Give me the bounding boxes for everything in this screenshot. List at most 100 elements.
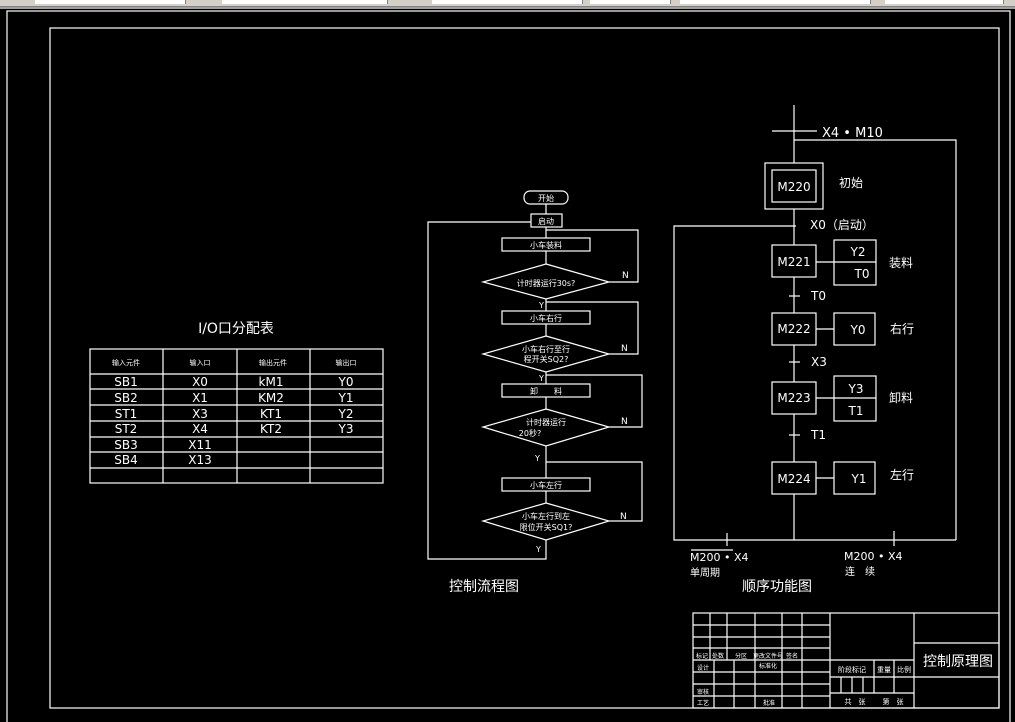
sfc-title: 顺序功能图 (742, 579, 812, 595)
flow-no-label-2: N (621, 344, 628, 354)
tb-drawing-title: 控制原理图 (923, 654, 993, 670)
sfc-action-m223-a: Y3 (848, 382, 864, 396)
tb-process-label: 工艺 (697, 699, 709, 707)
tb-sheets-total: 共 张 (845, 697, 866, 706)
sfc-transition-3: T1 (810, 428, 826, 442)
io-table-header: 输出元件 (259, 358, 287, 367)
flowchart: 开始 启动 小车装料 计时器运行30s? N Y 小车右行 小车右行至行 程开关… (427, 190, 643, 595)
flow-step-2-label: 小车右行 (530, 313, 562, 323)
sfc-step-m222-label: 右行 (890, 321, 914, 336)
tb-sheet-no: 第 张 (883, 697, 904, 706)
tb-count-label: 处数 (712, 652, 724, 660)
toolbar-field-3[interactable] (432, 0, 583, 4)
tb-mark-label: 标记 (696, 652, 708, 660)
sfc-continuous-label: 连 续 (845, 565, 875, 578)
io-table-cell: Y1 (338, 391, 354, 405)
cad-toolbar (0, 0, 1015, 7)
sfc-action-m222-a: Y0 (850, 323, 866, 337)
sfc-action-m223-b: T1 (848, 404, 864, 418)
sfc-action-m224-a: Y1 (851, 472, 867, 486)
sfc-action-m221-a: Y2 (850, 245, 866, 259)
flow-no-label-4: N (620, 512, 627, 522)
tb-standardization-label: 标准化 (759, 662, 777, 670)
outer-border (6, 10, 1011, 722)
flow-decision-4-label-b: 限位开关SQ1? (520, 522, 573, 532)
flow-decision-2-label-a: 小车右行至行 (522, 344, 570, 354)
sfc-transition-1: T0 (810, 289, 826, 303)
io-table-cell: KM2 (258, 391, 284, 405)
io-table-header: 输出口 (336, 358, 357, 367)
flow-step-1-label: 小车装料 (530, 240, 562, 250)
flow-yes-label-2: Y (538, 374, 544, 383)
sfc-single-cycle-label: 单周期 (690, 567, 720, 579)
flow-decision-1-label: 计时器运行30s? (517, 278, 576, 288)
flow-decision-2-label-b: 程开关SQ2? (524, 354, 569, 364)
sfc-step-m224-name: M224 (777, 472, 810, 486)
tb-weight-label: 重量 (877, 666, 891, 674)
flow-decision-3-label-a: 计时器运行 (526, 417, 566, 427)
flow-decision-3 (480, 408, 612, 447)
io-table-cell: X11 (188, 438, 212, 452)
io-table-header: 输入元件 (112, 358, 140, 367)
sfc-action-m224 (833, 461, 876, 495)
io-table-cell: X4 (192, 422, 208, 436)
sfc-step-m222-name: M222 (777, 322, 810, 336)
io-table-header: 输入口 (190, 358, 211, 367)
flow-decision-4 (480, 502, 612, 541)
sfc-action-m222 (833, 312, 876, 346)
io-table-cell: Y3 (338, 422, 354, 436)
toolbar-field-6[interactable] (885, 0, 1004, 4)
flow-yes-label-1: Y (538, 301, 544, 310)
toolbar-separator (0, 7, 1015, 9)
flow-step-3-label: 卸 料 (530, 386, 562, 396)
sfc-start-condition: X0（启动） (810, 218, 874, 232)
sfc-action-m221-b: T0 (854, 267, 870, 281)
io-table-cell: Y2 (338, 407, 354, 421)
tb-stage-mark-label: 阶段标记 (838, 665, 866, 674)
flow-no-label-1: N (622, 271, 629, 281)
sfc-step-m221-label: 装料 (889, 256, 913, 270)
sfc-top-condition: X4 • M10 (822, 126, 883, 141)
toolbar-field-5[interactable] (680, 0, 871, 4)
io-table-cell: kM1 (259, 375, 284, 389)
io-table-cell: ST2 (115, 422, 138, 436)
sfc-single-cycle-condition: M200 • X4 (690, 551, 749, 564)
sfc-step-m223-label: 卸料 (889, 390, 913, 405)
tb-designer-label: 设计 (697, 664, 709, 672)
toolbar-field-4[interactable] (590, 0, 671, 4)
io-table-cell: X1 (192, 391, 208, 405)
sfc-initial-step-name: M220 (777, 180, 810, 194)
inner-border (49, 27, 1000, 709)
flow-decision-4-label-a: 小车左行到左 (522, 511, 570, 521)
io-table-cell: SB1 (114, 375, 137, 389)
sfc-step-m224-label: 左行 (890, 467, 914, 482)
tb-sign-label: 签名 (786, 652, 798, 660)
sfc-step-m223-name: M223 (777, 391, 810, 405)
io-table-cell: KT2 (260, 422, 282, 436)
io-table-cell: X3 (192, 407, 208, 421)
flow-yes-label-3: Y (534, 454, 540, 463)
io-table-cell: SB3 (114, 438, 137, 452)
io-table-cell: X0 (192, 375, 208, 389)
io-table-cell: SB2 (114, 391, 137, 405)
tb-review-label: 审核 (697, 688, 709, 696)
flow-yes-label-4: Y (535, 545, 541, 554)
toolbar-field-2[interactable] (222, 0, 388, 4)
sequential-function-chart: X4 • M10 M220 初始 X0（启动） M221 Y2 T0 装料 T0… (673, 105, 957, 595)
tb-scale-label: 比例 (897, 665, 911, 674)
tb-approve-label: 批准 (763, 699, 775, 707)
sfc-initial-label: 初始 (839, 176, 863, 190)
flow-step-4-label: 小车左行 (530, 480, 562, 490)
flow-launch-label: 启动 (538, 216, 554, 226)
sfc-step-m221-name: M221 (777, 255, 810, 269)
io-table-cell: ST1 (115, 407, 138, 421)
flowchart-title: 控制流程图 (449, 579, 519, 595)
io-table-cell: Y0 (338, 375, 354, 389)
io-table-title: I/O口分配表 (198, 321, 274, 337)
sfc-continuous-condition: M200 • X4 (844, 550, 903, 563)
title-block: 标记 处数 分区 更改文件号 签名 设计 标准化 审核 工艺 批准 阶段标记 重… (692, 612, 1000, 709)
io-table-cell: X13 (188, 453, 212, 467)
toolbar-field-1[interactable] (35, 0, 186, 4)
